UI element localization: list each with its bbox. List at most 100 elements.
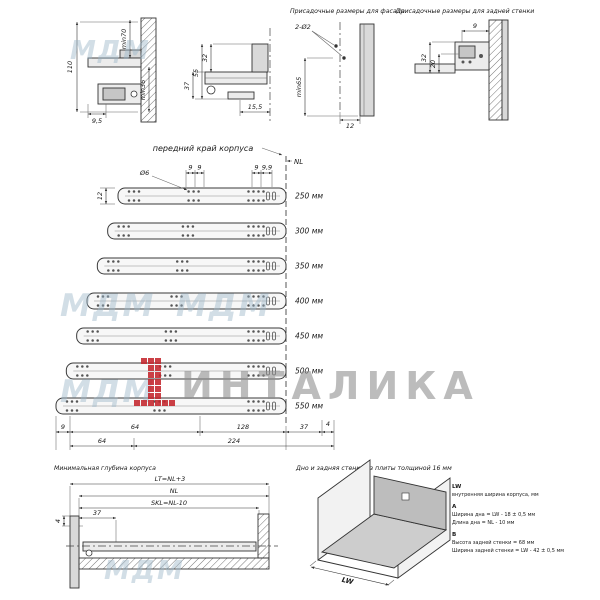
panel-thickness-detail bbox=[401, 492, 410, 501]
mounting-hole bbox=[262, 225, 265, 228]
mounting-hole bbox=[262, 234, 265, 237]
mounting-hole bbox=[252, 400, 255, 403]
backwall-view-title: Присадочные размеры для задней стенки bbox=[396, 8, 534, 15]
mounting-hole bbox=[86, 365, 89, 368]
mounting-slot bbox=[272, 296, 276, 306]
legend-text: Ширина дна = LW - 18 ± 0,5 мм bbox=[452, 512, 535, 518]
mounting-hole bbox=[164, 339, 168, 342]
mounting-hole bbox=[257, 409, 260, 412]
mounting-hole bbox=[262, 199, 265, 202]
mounting-hole bbox=[163, 374, 167, 377]
mount-bracket bbox=[119, 49, 142, 59]
length-label: 300 мм bbox=[295, 227, 323, 236]
length-label: 450 мм bbox=[295, 332, 323, 341]
mounting-hole bbox=[191, 234, 195, 237]
mounting-hole bbox=[158, 374, 162, 377]
mounting-slot bbox=[266, 261, 270, 271]
iso-back-panel bbox=[373, 475, 447, 531]
cabinet-side-panel bbox=[140, 17, 157, 123]
mounting-hole bbox=[163, 365, 167, 368]
slide-row-350: 350 мм bbox=[96, 257, 323, 275]
mounting-hole bbox=[262, 295, 265, 298]
dim-min-top: min70 bbox=[120, 29, 128, 50]
legend-text: внутренняя ширина корпуса, мм bbox=[452, 492, 539, 498]
mounting-hole bbox=[262, 365, 265, 368]
mounting-hole bbox=[132, 199, 136, 202]
mounting-hole bbox=[158, 409, 161, 412]
mounting-hole bbox=[257, 225, 260, 228]
legend-text: Высота задней стенки = 68 мм bbox=[452, 539, 534, 546]
drill-hole bbox=[342, 56, 346, 60]
mounting-hole bbox=[153, 400, 156, 403]
slide-side bbox=[82, 541, 257, 552]
mounting-hole bbox=[75, 409, 79, 412]
panel-iso-view: Дно и задняя стенка из плиты толщиной 16… bbox=[295, 459, 564, 586]
mounting-hole bbox=[180, 304, 183, 307]
mounting-hole bbox=[186, 234, 190, 237]
mounting-hole bbox=[169, 330, 173, 333]
length-label: 500 мм bbox=[295, 367, 323, 376]
profile-view: 32 55 37 15,5 bbox=[183, 28, 271, 122]
mounting-hole bbox=[163, 400, 166, 403]
mounting-hole bbox=[252, 339, 255, 342]
legend-term: В bbox=[452, 532, 456, 538]
mounting-hole bbox=[170, 304, 173, 307]
legend-term: А bbox=[452, 504, 457, 510]
mounting-hole bbox=[181, 234, 185, 237]
bottom-dim: 64 bbox=[131, 423, 139, 431]
slide-body-inner bbox=[102, 87, 126, 101]
mounting-hole bbox=[96, 304, 100, 307]
mounting-hole bbox=[262, 330, 265, 333]
screw bbox=[461, 60, 465, 64]
mounting-hole bbox=[96, 339, 99, 342]
mounting-hole bbox=[257, 234, 260, 237]
mounting-slot bbox=[272, 191, 276, 201]
mounting-hole bbox=[81, 374, 84, 377]
mounting-hole bbox=[185, 269, 189, 272]
mounting-hole bbox=[257, 400, 260, 403]
mounting-hole bbox=[247, 269, 250, 272]
mounting-hole bbox=[257, 260, 260, 263]
mounting-slot bbox=[272, 366, 276, 376]
dim-bracket: 32 bbox=[201, 54, 209, 62]
mounting-hole bbox=[175, 304, 178, 307]
mounting-hole bbox=[81, 365, 84, 368]
top-dim: 9 bbox=[197, 164, 201, 172]
dim-hole-dia: Ø6 bbox=[139, 169, 149, 177]
mounting-hole bbox=[170, 295, 173, 298]
depth-view: Минимальная глубина корпуса LT=NL+3 NL S… bbox=[54, 464, 278, 589]
mounting-hole bbox=[191, 225, 195, 228]
mounting-hole bbox=[117, 260, 120, 263]
mounting-hole bbox=[112, 260, 115, 263]
length-label: 400 мм bbox=[295, 297, 323, 306]
mounting-hole bbox=[247, 260, 250, 263]
side-mount-view: 110 min70 min36 9,5 bbox=[66, 17, 157, 125]
panel-view-title: Дно и задняя стенка из плиты толщиной 16… bbox=[295, 465, 452, 472]
mounting-hole bbox=[252, 365, 255, 368]
mounting-hole bbox=[262, 260, 265, 263]
mounting-hole bbox=[117, 269, 120, 272]
length-label: 350 мм bbox=[295, 262, 323, 271]
mounting-slot bbox=[266, 331, 270, 341]
mounting-hole bbox=[96, 330, 99, 333]
mounting-hole bbox=[70, 400, 74, 403]
mounting-hole bbox=[262, 400, 265, 403]
mounting-hole bbox=[185, 260, 189, 263]
mounting-hole bbox=[175, 260, 179, 263]
mounting-hole bbox=[127, 234, 130, 237]
mounting-hole bbox=[175, 269, 179, 272]
mounting-hole bbox=[127, 225, 130, 228]
mounting-hole bbox=[96, 295, 100, 298]
panel-edge bbox=[501, 19, 509, 121]
dim-rail-height: 12 bbox=[96, 192, 104, 200]
facade-view-title: Присадочные размеры для фасада bbox=[290, 8, 405, 15]
mounting-hole bbox=[112, 269, 115, 272]
rear-bracket-inner bbox=[458, 45, 476, 59]
mounting-hole bbox=[197, 190, 200, 193]
facade-drilling-view: Присадочные размеры для фасада 2-Ø2 min6… bbox=[290, 8, 405, 130]
mounting-hole bbox=[91, 330, 94, 333]
mounting-hole bbox=[101, 304, 105, 307]
mounting-hole bbox=[122, 234, 125, 237]
mounting-slot bbox=[266, 191, 270, 201]
dim-20: 20 bbox=[429, 60, 437, 68]
